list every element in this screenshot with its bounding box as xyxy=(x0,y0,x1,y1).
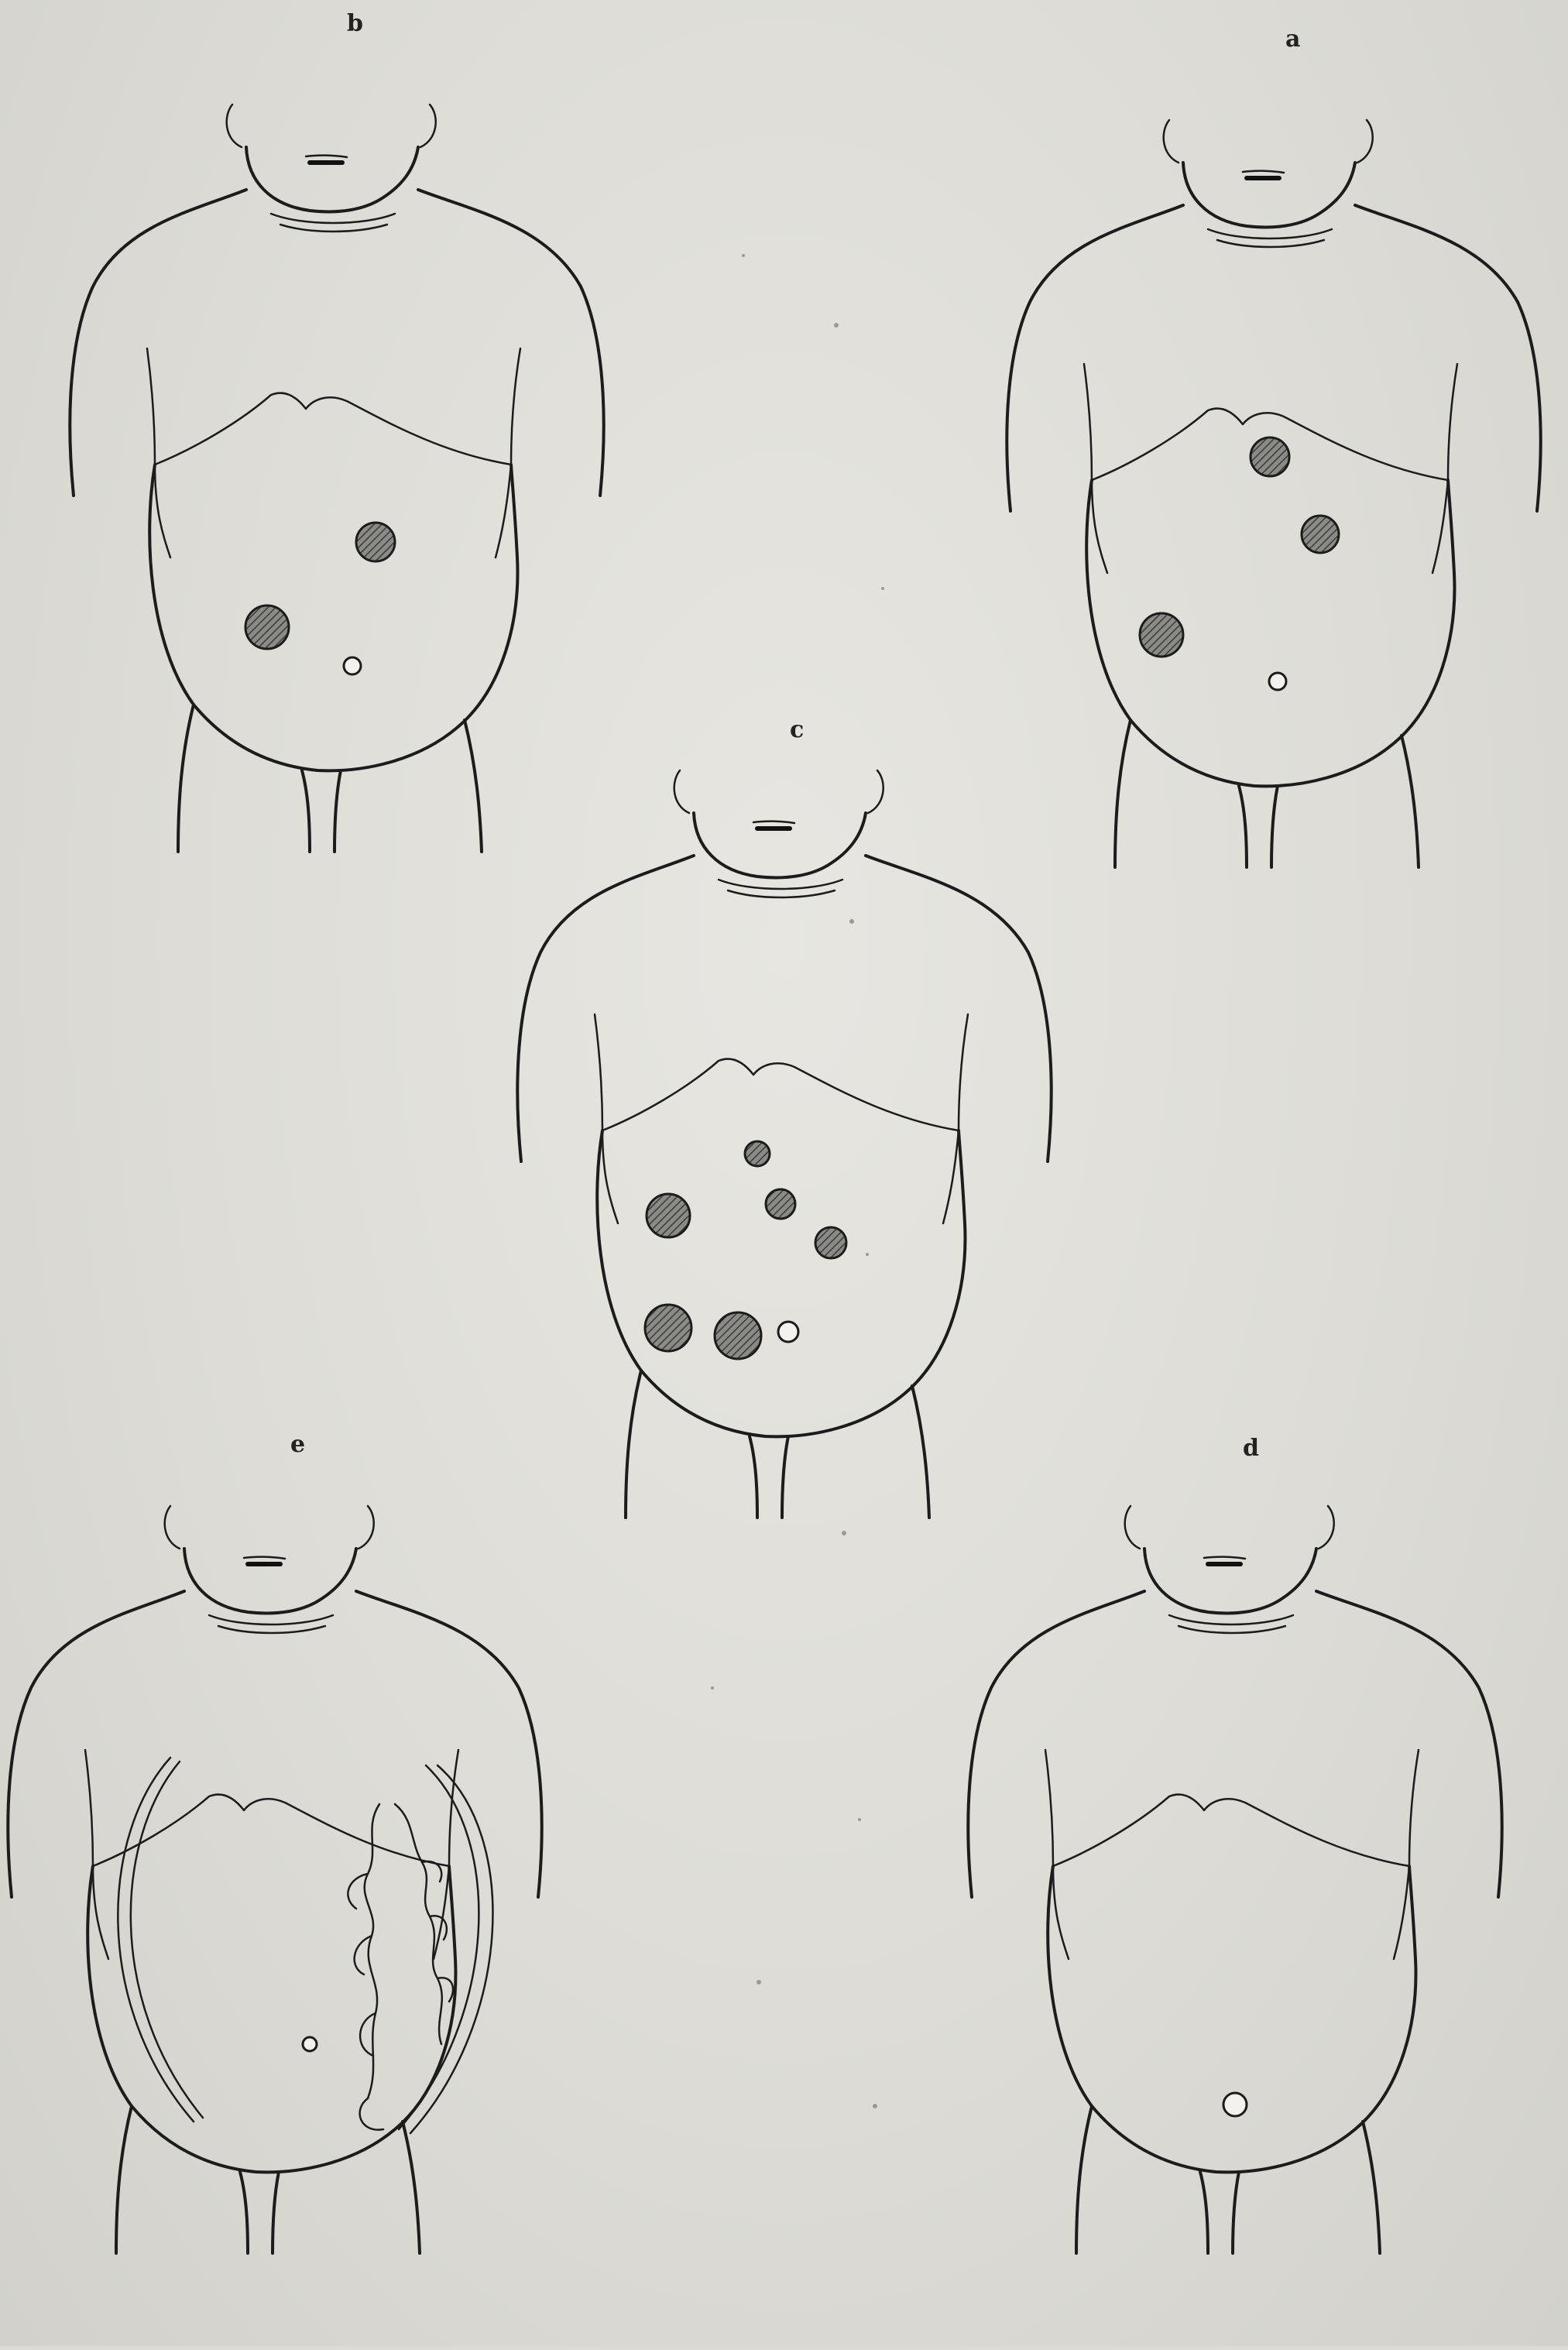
figure-a-label: a xyxy=(1285,26,1300,53)
paper-texture xyxy=(711,254,884,2108)
lesion-dot xyxy=(245,606,289,649)
figure-e-label: e xyxy=(290,1431,305,1458)
figure-b xyxy=(70,105,603,852)
lesion-dot xyxy=(356,523,395,561)
intestine-sketch xyxy=(348,1804,453,2130)
navel xyxy=(1269,673,1286,690)
lesion-dot xyxy=(645,1305,691,1351)
lesion-dot xyxy=(766,1189,795,1219)
lesion-dot xyxy=(815,1227,846,1258)
figure-a xyxy=(1007,120,1540,867)
figure-d xyxy=(968,1506,1501,2253)
lesion-dot xyxy=(647,1194,690,1237)
figure-b-label: b xyxy=(347,10,363,37)
navel xyxy=(778,1322,798,1342)
figure-e xyxy=(8,1506,541,2253)
lesion-dot xyxy=(1251,437,1289,476)
figure-c xyxy=(517,770,1051,1518)
lesion-dot xyxy=(715,1312,761,1359)
figure-c-label: c xyxy=(790,716,804,743)
navel xyxy=(1223,2093,1247,2116)
lesion-dot xyxy=(745,1141,770,1166)
lesion-dot xyxy=(1140,613,1183,657)
navel xyxy=(344,657,361,674)
figure-d-label: d xyxy=(1243,1435,1259,1462)
lesion-dot xyxy=(1302,516,1339,553)
navel xyxy=(303,2037,317,2051)
